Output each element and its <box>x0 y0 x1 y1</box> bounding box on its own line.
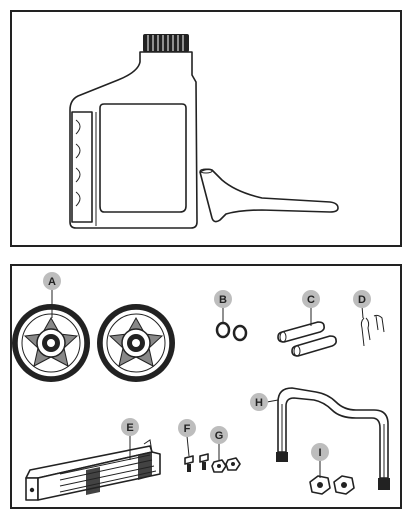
badge-i: I <box>311 443 329 461</box>
bolt-icon <box>184 453 209 472</box>
support-leg-icon <box>25 439 161 501</box>
label-h: H <box>255 397 263 409</box>
o-ring-icon <box>215 321 248 342</box>
nut-icon <box>211 457 241 473</box>
leader-lines <box>51 288 364 478</box>
funnel-icon <box>199 168 339 223</box>
label-e: E <box>126 422 133 434</box>
wheel-icon <box>12 304 90 382</box>
label-f: F <box>184 423 191 435</box>
badge-c: C <box>302 290 320 308</box>
label-c: C <box>307 294 315 306</box>
badge-a: A <box>43 272 61 290</box>
badge-h: H <box>250 393 268 411</box>
label-g: G <box>215 430 224 442</box>
badge-b: B <box>214 290 232 308</box>
badge-e: E <box>121 418 139 436</box>
badge-g: G <box>210 426 228 444</box>
axle-pin-icon <box>277 321 337 357</box>
label-d: D <box>358 294 366 306</box>
handle-icon <box>276 387 390 490</box>
badge-d: D <box>353 290 371 308</box>
label-i: I <box>318 447 321 459</box>
oil-bottle-icon <box>69 34 198 229</box>
badge-f: F <box>178 419 196 437</box>
wheel-icon <box>97 304 175 382</box>
lock-nut-icon <box>309 475 355 495</box>
label-a: A <box>48 276 56 288</box>
label-b: B <box>219 294 227 306</box>
cotter-pin-icon <box>360 314 385 347</box>
